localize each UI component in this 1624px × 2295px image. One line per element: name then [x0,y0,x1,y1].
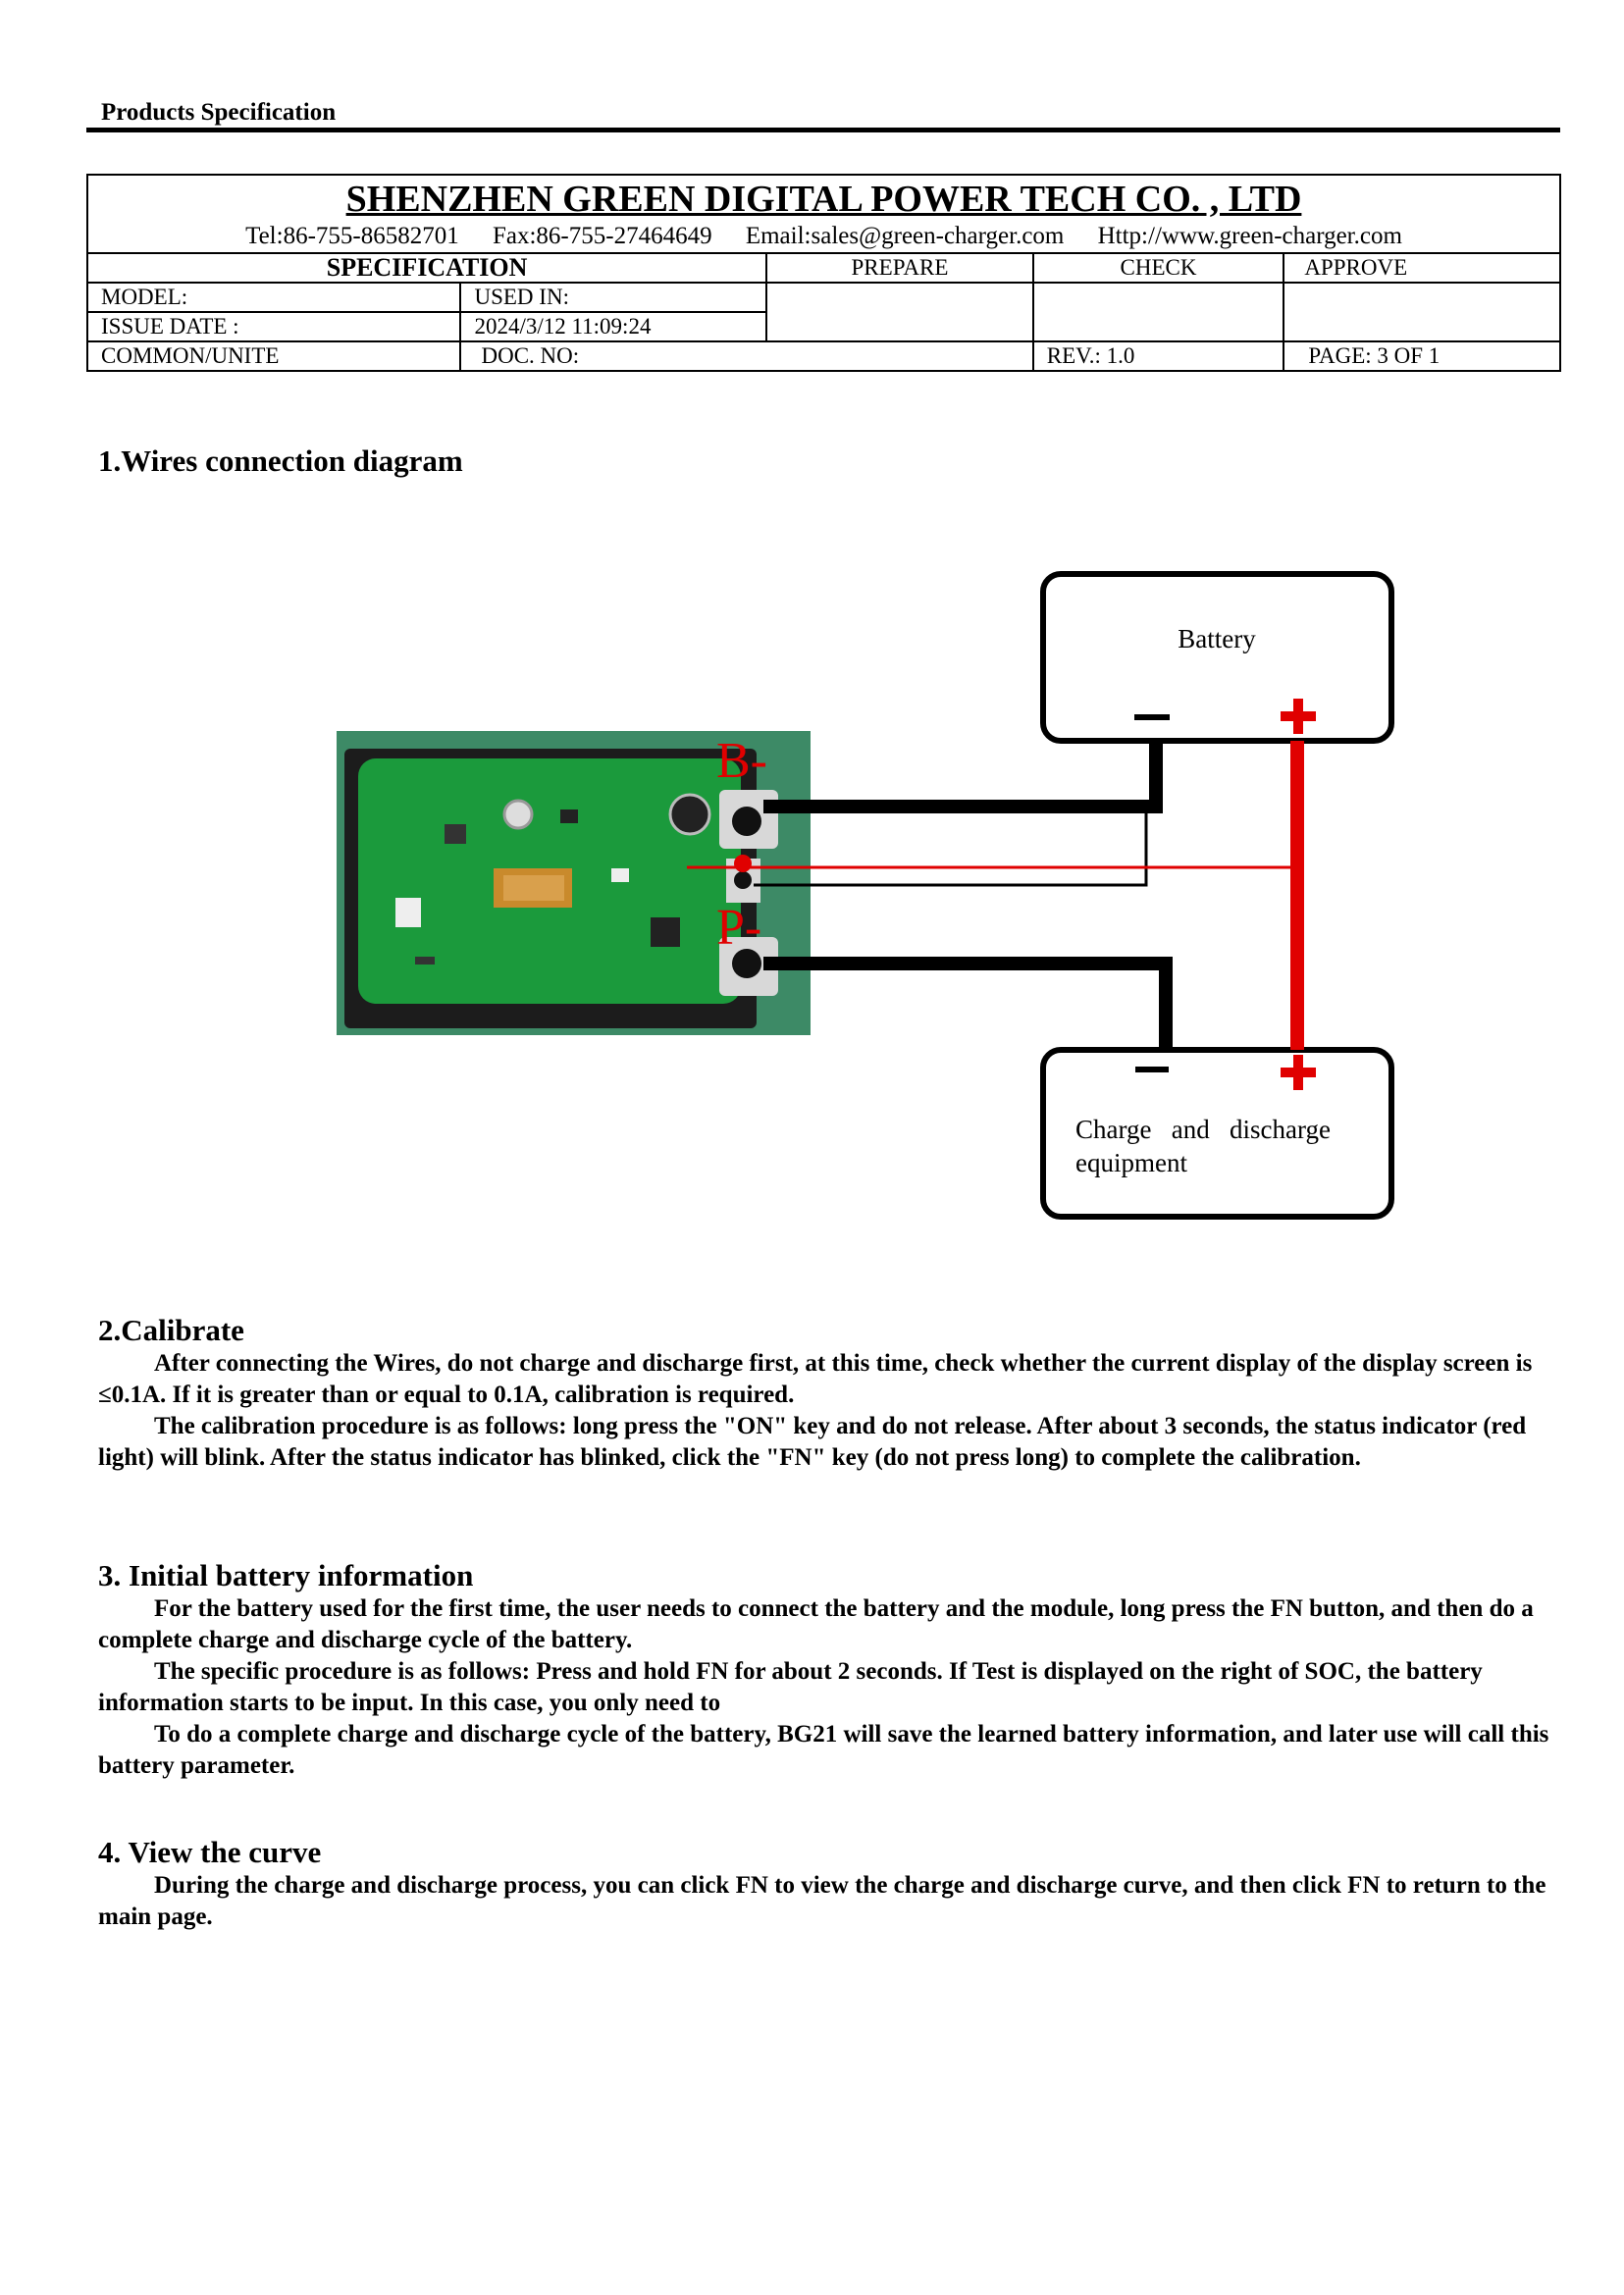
battery-minus-terminal [1134,714,1170,720]
document-header-label: Products Specification [101,99,337,126]
wiring-diagram: Battery Charge and discharge equipment B… [687,571,1394,1220]
equipment-label-line1: Charge and discharge [1075,1115,1331,1144]
tel-text: Tel:86-755-86582701 [245,223,459,249]
section-3-paragraph-1: For the battery used for the first time,… [98,1595,1534,1653]
website-text: Http://www.green-charger.com [1097,223,1402,249]
b-minus-wire [763,741,1163,813]
section-1-title: 1.Wires connection diagram [98,443,463,478]
header-rule [86,128,1560,132]
issue-date-value: 2024/3/12 11:09:24 [459,311,768,342]
fax-text: Fax:86-755-27464649 [492,223,712,249]
section-4-body: During the charge and discharge process,… [98,1870,1560,1933]
used-in-label: USED IN: [459,282,768,313]
b-minus-label: B- [716,733,767,789]
pcb-photo [337,731,811,1035]
approve-heading: APPROVE [1283,252,1561,284]
battery-label: Battery [1178,624,1256,653]
section-2-paragraph-1: After connecting the Wires, do not charg… [98,1350,1533,1408]
p-minus-label: P- [716,900,761,956]
equipment-minus-terminal [1135,1067,1169,1072]
p-minus-wire [763,957,1173,1050]
section-3-body: For the battery used for the first time,… [98,1593,1560,1782]
doc-no-label: DOC. NO: [459,340,1034,372]
company-name: SHENZHEN GREEN DIGITAL POWER TECH CO. , … [86,174,1561,223]
section-3-paragraph-3: To do a complete charge and discharge cy… [98,1721,1549,1779]
equipment-label-line2: equipment [1075,1148,1187,1177]
prepare-heading: PREPARE [765,252,1034,284]
sense-wire [754,812,1148,887]
battery-plus-terminal [1281,699,1316,734]
issue-date-label: ISSUE DATE : [85,311,462,342]
specification-table: SHENZHEN GREEN DIGITAL POWER TECH CO. , … [85,174,1561,372]
page-label: PAGE: 3 OF 1 [1283,340,1561,372]
section-2-body: After connecting the Wires, do not charg… [98,1348,1560,1474]
email-text: Email:sales@green-charger.com [745,223,1065,249]
section-3-title: 3. Initial battery information [98,1558,474,1592]
section-4-title: 4. View the curve [98,1835,322,1869]
common-unite-label: COMMON/UNITE [85,340,462,372]
section-3-paragraph-2: The specific procedure is as follows: Pr… [98,1658,1483,1716]
model-label: MODEL: [85,282,462,313]
section-2-title: 2.Calibrate [98,1313,244,1347]
section-4-paragraph-1: During the charge and discharge process,… [98,1872,1546,1930]
equipment-plus-terminal [1281,1055,1316,1090]
contact-line: Tel:86-755-86582701 Fax:86-755-27464649 … [86,223,1561,254]
battery-box [1040,571,1394,744]
check-heading: CHECK [1031,252,1285,284]
revision-label: REV.: 1.0 [1031,340,1285,372]
specification-heading: SPECIFICATION [85,252,768,284]
positive-main-wire [1290,741,1304,1050]
section-2-paragraph-2: The calibration procedure is as follows:… [98,1413,1527,1471]
prepare-cell [765,282,1034,342]
equipment-box [1040,1047,1394,1220]
check-cell [1031,282,1285,342]
approve-cell [1283,282,1561,342]
